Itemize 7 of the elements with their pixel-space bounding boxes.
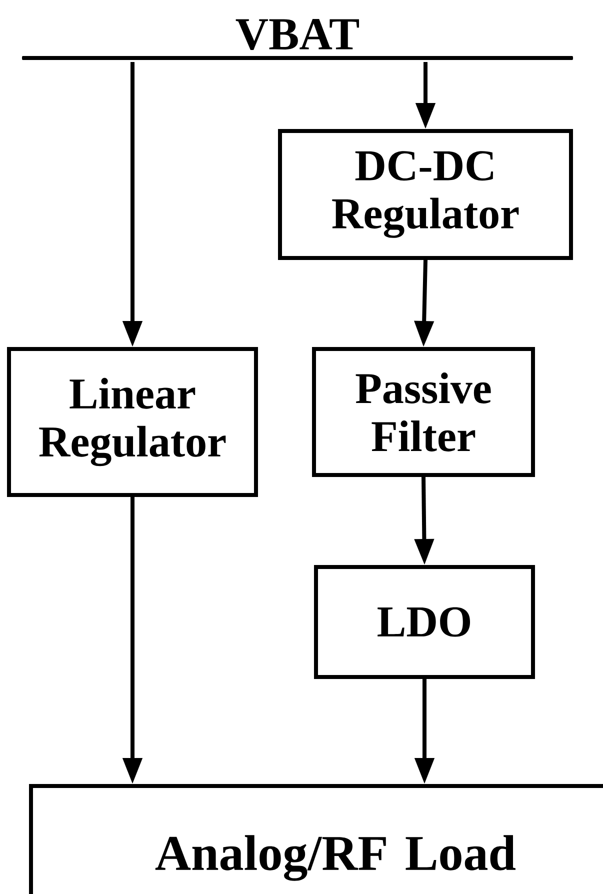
block-box: DC-DC Regulator <box>278 129 573 260</box>
block-box: Analog/RF Load <box>29 784 603 894</box>
block-box: Passive Filter <box>312 347 535 477</box>
block-box: Linear Regulator <box>7 347 258 497</box>
power-bus: VBAT <box>22 18 573 60</box>
block-box: LDO <box>314 565 535 679</box>
node-label: VBAT <box>236 18 359 50</box>
